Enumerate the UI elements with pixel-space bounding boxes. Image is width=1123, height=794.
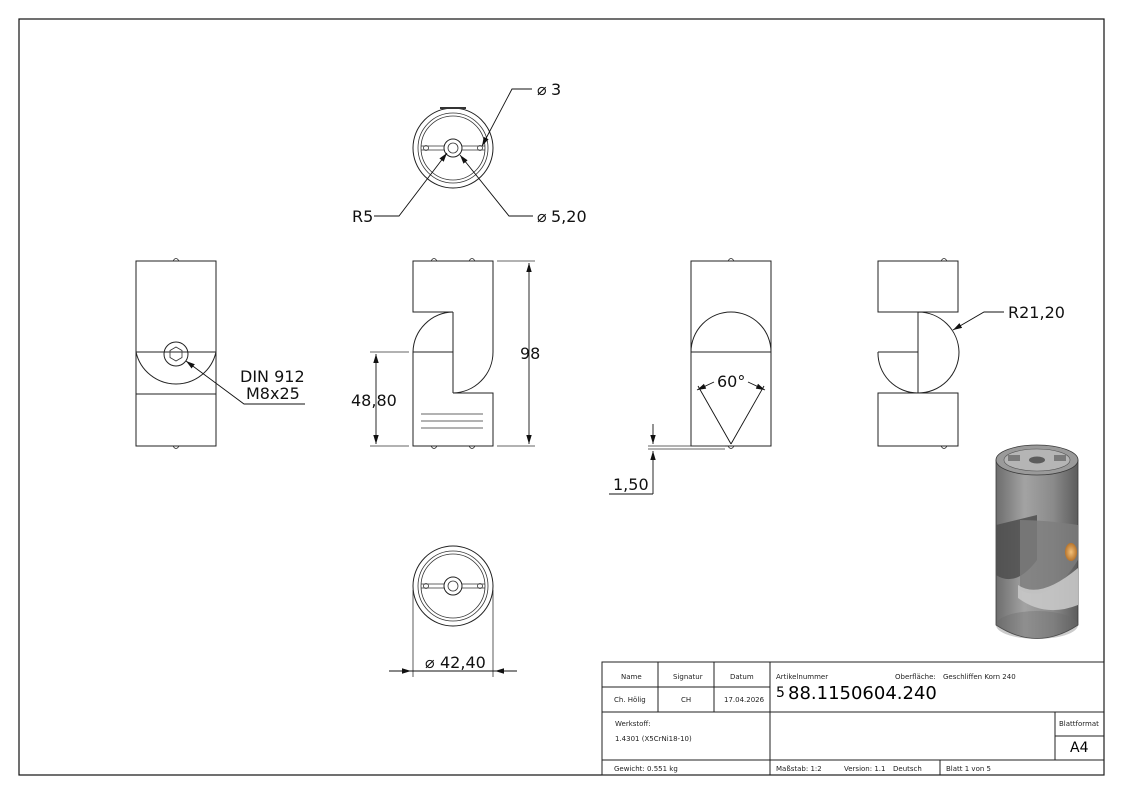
- dim-angle-60: 60°: [696, 372, 766, 445]
- tb-revision: 5: [776, 685, 785, 701]
- sheet-border: [18, 18, 1105, 776]
- tb-name-header: Name: [621, 673, 642, 681]
- tb-massstab: Maßstab: 1:2: [776, 765, 822, 773]
- tb-signatur-value: CH: [681, 696, 691, 704]
- dim-r5-text: R5: [352, 207, 373, 226]
- tb-datum-value: 17.04.2026: [724, 696, 765, 704]
- dim-din-line2: M8x25: [246, 384, 300, 403]
- tb-artikelnummer-label: Artikelnummer: [776, 673, 828, 681]
- dim-dia-5-20: ⌀ 5,20: [459, 154, 587, 226]
- dim-offset-1-50-text: 1,50: [613, 475, 649, 494]
- dim-offset-1-50: 1,50: [609, 424, 725, 495]
- rear-view: [877, 258, 960, 449]
- dim-r21-20-text: R21,20: [1008, 303, 1065, 322]
- dim-r21-20: R21,20: [952, 303, 1065, 331]
- tb-sprache: Deutsch: [893, 765, 922, 773]
- bottom-view: [412, 545, 494, 627]
- front-view: [412, 258, 494, 449]
- svg-text:⌀: ⌀: [537, 207, 547, 226]
- svg-text:⌀: ⌀: [425, 653, 435, 672]
- tb-name-value: Ch. Hölig: [614, 696, 646, 704]
- dim-din-line1: DIN 912: [240, 367, 305, 386]
- tb-datum-header: Datum: [730, 673, 754, 681]
- tb-werkstoff-label: Werkstoff:: [615, 720, 651, 728]
- tb-artikelnummer-value: 88.1150604.240: [788, 683, 937, 704]
- isometric-3d-view: [995, 444, 1079, 639]
- right-side-view: [690, 258, 772, 449]
- svg-text:⌀: ⌀: [537, 80, 547, 99]
- dim-height-98: 98: [497, 260, 540, 447]
- top-view: [412, 107, 494, 189]
- dim-r5: R5: [352, 152, 448, 226]
- title-block: Name Signatur Datum Ch. Hölig CH 17.04.2…: [601, 661, 1105, 776]
- tb-gewicht: Gewicht: 0.551 kg: [614, 765, 678, 773]
- tb-signatur-header: Signatur: [673, 673, 703, 681]
- dim-dia-3-text: 3: [551, 80, 561, 99]
- dim-dia-42-40: ⌀ 42,40: [389, 590, 517, 677]
- tb-oberflaeche-label: Oberfläche:: [895, 673, 936, 681]
- tb-blattformat-label: Blattformat: [1059, 720, 1099, 728]
- dim-din-912: DIN 912 M8x25: [185, 360, 305, 405]
- tb-blatt: Blatt 1 von 5: [946, 765, 991, 773]
- dim-height-98-text: 98: [520, 344, 540, 363]
- dim-dia-42-40-text: 42,40: [440, 653, 486, 672]
- dim-height-48-80: 48,80: [351, 351, 409, 447]
- tb-werkstoff-value: 1.4301 (X5CrNi18-10): [615, 735, 692, 743]
- dim-dia-5-20-text: 5,20: [551, 207, 587, 226]
- dim-angle-60-text: 60°: [717, 372, 745, 391]
- tb-version: Version: 1.1: [844, 765, 885, 773]
- dim-dia-3: ⌀ 3: [481, 80, 561, 147]
- left-side-view: [135, 258, 217, 449]
- tb-blattformat-value: A4: [1070, 740, 1089, 756]
- tb-oberflaeche-value: Geschliffen Korn 240: [943, 673, 1016, 681]
- dim-height-48-80-text: 48,80: [351, 391, 397, 410]
